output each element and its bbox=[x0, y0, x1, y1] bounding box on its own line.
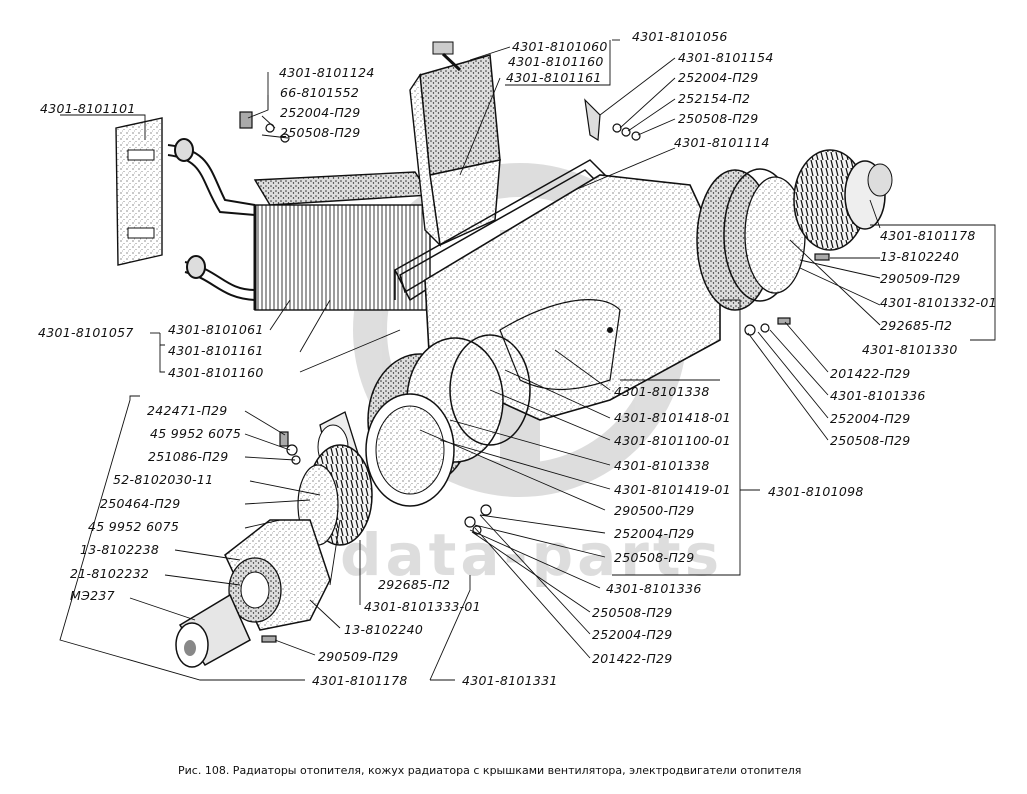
label-part-242471-p29: 242471-П29 bbox=[147, 403, 228, 418]
heater-radiator bbox=[253, 171, 432, 311]
gasket-plate bbox=[115, 117, 163, 266]
label-part-252004-p29: 252004-П29 bbox=[592, 627, 673, 642]
label-part-45-9952-6075: 45 9952 6075 bbox=[150, 426, 242, 441]
fan-housing bbox=[424, 174, 721, 421]
label-part-201422-p29: 201422-П29 bbox=[592, 651, 673, 666]
label-part-13-8102240: 13-8102240 bbox=[880, 249, 960, 264]
watermark-text: data-parts bbox=[340, 521, 723, 589]
label-part-292685-p2: 292685-П2 bbox=[378, 577, 451, 592]
radiator-cover bbox=[409, 41, 501, 247]
label-part-4301-8101330: 4301-8101330 bbox=[862, 342, 958, 357]
label-part-4301-8101419-01: 4301-8101419-01 bbox=[614, 482, 731, 497]
label-part-45-9952-6075: 45 9952 6075 bbox=[88, 519, 180, 534]
label-part-13-8102240: 13-8102240 bbox=[344, 622, 424, 637]
motor-cover bbox=[224, 519, 331, 631]
label-part-4301-8101333-01: 4301-8101333-01 bbox=[364, 599, 481, 614]
label-part-252004-p29: 252004-П29 bbox=[830, 411, 911, 426]
left-blower-assembly bbox=[317, 334, 531, 507]
label-part-4301-8101332-01: 4301-8101332-01 bbox=[880, 295, 997, 310]
label-part-4301-8101331: 4301-8101331 bbox=[462, 673, 558, 688]
label-part-292685-p2: 292685-П2 bbox=[880, 318, 953, 333]
label-part-252154-p2: 252154-П2 bbox=[678, 91, 751, 106]
radiator-pipes bbox=[167, 138, 256, 301]
label-part-4301-8101100-01: 4301-8101100-01 bbox=[614, 433, 731, 448]
label-part-4301-8101336: 4301-8101336 bbox=[606, 581, 702, 596]
label-part-252004-p29: 252004-П29 bbox=[678, 70, 759, 85]
label-part-4301-8101056: 4301-8101056 bbox=[632, 29, 728, 44]
right-blower-assembly bbox=[696, 149, 893, 311]
label-part-251086-p29: 251086-П29 bbox=[148, 449, 229, 464]
label-part-4301-8101057: 4301-8101057 bbox=[38, 325, 134, 340]
label-part-66-8101552: 66-8101552 bbox=[280, 85, 360, 100]
label-part-4301-8101098: 4301-8101098 bbox=[768, 484, 864, 499]
label-part-290500-p29: 290500-П29 bbox=[614, 503, 695, 518]
figure-caption: Рис. 108. Радиаторы отопителя, кожух рад… bbox=[178, 764, 802, 777]
label-part-4301-8101114: 4301-8101114 bbox=[674, 135, 770, 150]
label-part-4301-8101338: 4301-8101338 bbox=[614, 384, 710, 399]
label-part-290509-p29: 290509-П29 bbox=[880, 271, 961, 286]
label-part-250508-p29: 250508-П29 bbox=[280, 125, 361, 140]
leader-lines bbox=[59, 39, 996, 681]
label-part-4301-8101161: 4301-8101161 bbox=[506, 70, 602, 85]
label-part-250508-p29: 250508-П29 bbox=[830, 433, 911, 448]
label-part-250508-p29: 250508-П29 bbox=[678, 111, 759, 126]
label-part-4301-8101160: 4301-8101160 bbox=[168, 365, 264, 380]
label-part-4301-8101338: 4301-8101338 bbox=[614, 458, 710, 473]
label-part-13-8102238: 13-8102238 bbox=[80, 542, 160, 557]
label-part-250508-p29: 250508-П29 bbox=[592, 605, 673, 620]
label-part-201422-p29: 201422-П29 bbox=[830, 366, 911, 381]
label-part-4301-8101178: 4301-8101178 bbox=[312, 673, 408, 688]
label-part-4301-8101061: 4301-8101061 bbox=[168, 322, 264, 337]
label-part-250464-p29: 250464-П29 bbox=[100, 496, 181, 511]
label-part-4301-8101418-01: 4301-8101418-01 bbox=[614, 410, 731, 425]
label-part-me237: МЭ237 bbox=[70, 588, 115, 603]
label-part-252004-p29: 252004-П29 bbox=[614, 526, 695, 541]
label-part-4301-8101060: 4301-8101060 bbox=[512, 39, 608, 54]
label-part-21-8102232: 21-8102232 bbox=[70, 566, 150, 581]
label-part-4301-8101124: 4301-8101124 bbox=[279, 65, 375, 80]
label-part-4301-8101160: 4301-8101160 bbox=[508, 54, 604, 69]
label-part-252004-p29: 252004-П29 bbox=[280, 105, 361, 120]
label-part-290509-p29: 290509-П29 bbox=[318, 649, 399, 664]
label-part-4301-8101178: 4301-8101178 bbox=[880, 228, 976, 243]
label-part-250508-p29: 250508-П29 bbox=[614, 550, 695, 565]
label-part-4301-8101336: 4301-8101336 bbox=[830, 388, 926, 403]
label-part-4301-8101101: 4301-8101101 bbox=[40, 101, 136, 116]
label-part-52-8102030-11: 52-8102030-11 bbox=[113, 472, 214, 487]
label-part-4301-8101154: 4301-8101154 bbox=[678, 50, 774, 65]
label-part-4301-8101161: 4301-8101161 bbox=[168, 343, 264, 358]
electric-motor bbox=[175, 593, 251, 668]
